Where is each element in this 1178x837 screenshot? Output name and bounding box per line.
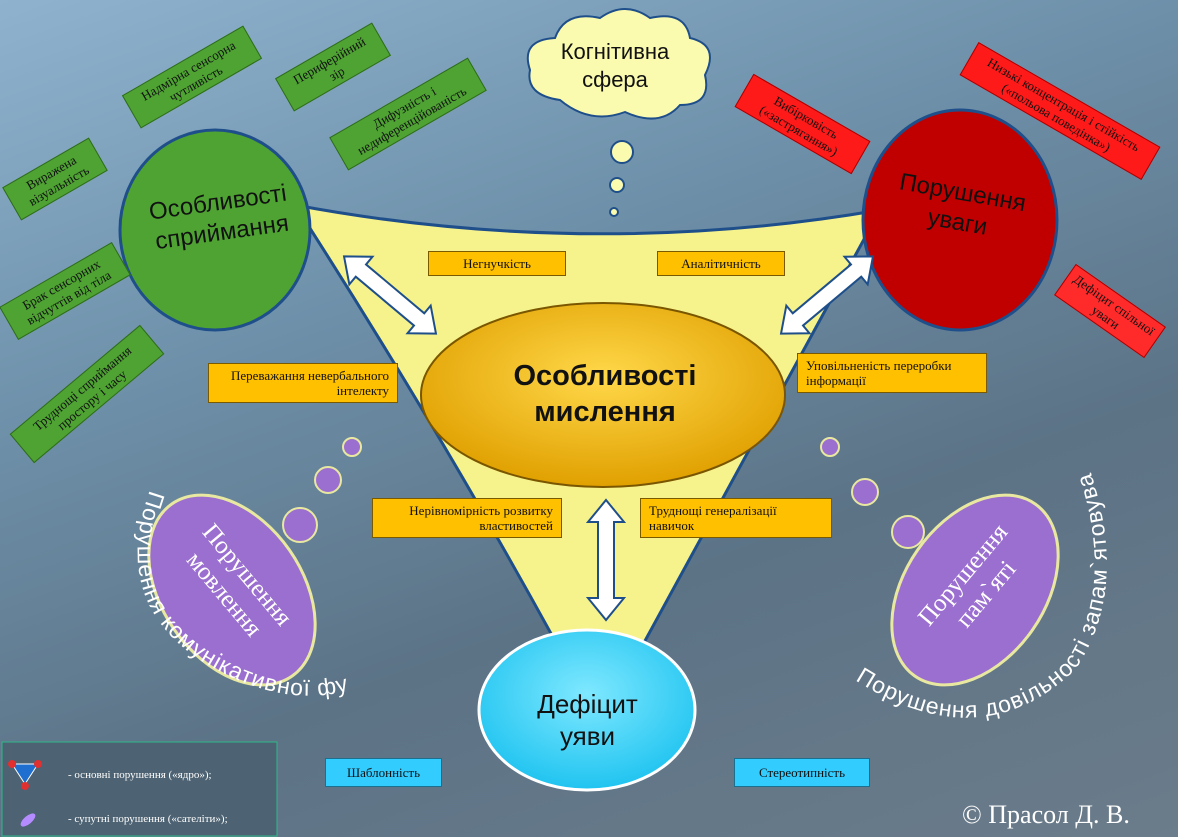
satellite-dot — [820, 437, 840, 457]
thinking-item: Нерівномірність розвитку властивостей — [372, 498, 562, 538]
thought-bubble — [609, 177, 625, 193]
legend-box — [1, 741, 278, 837]
legend-core-label: - основні порушення («ядро»); — [68, 769, 212, 781]
thinking-title: Особливості мислення — [513, 360, 697, 428]
arrow-attention-thinking — [779, 255, 875, 335]
thinking-ellipse — [420, 302, 786, 488]
legend-satellite-label: - супутні порушення («сателіти»); — [68, 813, 228, 825]
thinking-item: Переважання невербального інтелекту — [208, 363, 398, 403]
satellite-legend-icon — [20, 813, 36, 827]
thinking-item: Труднощі генералізації навичок — [640, 498, 832, 538]
thinking-item: Негнучкість — [428, 251, 566, 276]
imagination-item: Шаблонність — [325, 758, 442, 787]
thought-bubble — [609, 207, 619, 217]
thinking-item: Аналітичність — [657, 251, 785, 276]
imagination-title: Дефіцит уяви — [537, 689, 638, 751]
satellite-dot — [851, 478, 879, 506]
arrow-perception-thinking — [342, 255, 438, 335]
perception-circle — [118, 128, 312, 332]
copyright: © Прасол Д. В. — [962, 800, 1130, 829]
core-legend-icon — [8, 760, 42, 790]
imagination-item: Стереотипність — [734, 758, 870, 787]
speech-ellipse — [147, 493, 317, 687]
thinking-item: Уповільненість переробки інформації — [797, 353, 987, 393]
memory-ellipse — [890, 493, 1060, 687]
satellite-dot — [342, 437, 362, 457]
cognitive-cloud — [526, 8, 711, 120]
imagination-circle — [477, 628, 697, 792]
attention-circle — [861, 108, 1059, 332]
thought-bubble — [610, 140, 634, 164]
satellite-dot — [314, 466, 342, 494]
cognitive-cloud-label: Когнітивна сфера — [560, 39, 670, 92]
arrow-thinking-imagination — [585, 498, 627, 622]
satellite-dot — [282, 507, 318, 543]
satellite-dot — [891, 515, 925, 549]
